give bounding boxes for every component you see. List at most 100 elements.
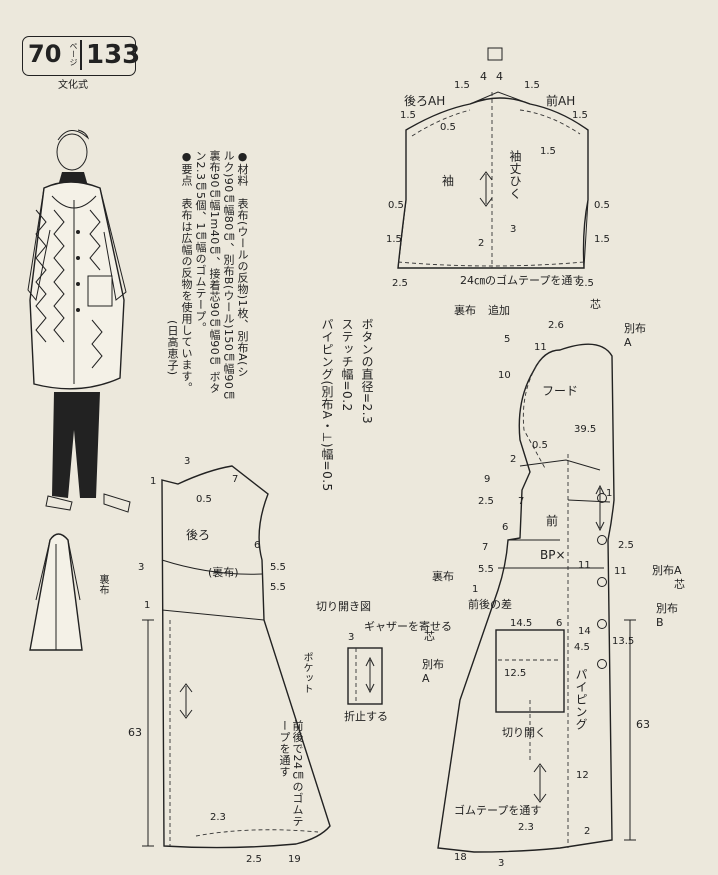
front-armhole-label: 前AH [546,94,576,108]
front-measure: 3 [498,858,505,869]
front-length-measure: 63 [636,718,650,731]
pattern-badge: 70 ページ 133 [22,36,140,76]
back-label: 後ろ [186,528,211,542]
hood-measure: 11 [534,342,547,353]
sleeve-measure: 0.5 [388,200,404,211]
materials-col-5: ●要点 表布は広幅の反物を使用しています。 [180,150,193,394]
front-lining-label: 裏布 [432,570,454,583]
back-measure: 7 [232,474,239,485]
sleeve-measure: 2 [478,238,485,249]
sleeve-measure: 1.5 [386,234,402,245]
hood-measure: 5 [504,334,511,345]
back-elastic-note: 前後で24㎝のゴムテープを通す [278,720,304,827]
hood-measure: 7 [518,496,525,507]
pocket-label: ポケット [301,652,312,694]
sleeve-measure: 2.5 [392,278,408,289]
badge-subtitle: 文化式 [58,80,88,91]
sleeve-length-label: 袖丈ひく [508,150,522,200]
back-measure: 0.5 [196,494,212,505]
back-armhole-label: 後ろAH [404,94,446,108]
materials-col-2: ルク)90㎝幅80㎝、別布B(ウール)150㎝幅90㎝ [222,150,235,401]
front-back-difference-label: 前後の差 [468,598,512,611]
back-measure: 2.5 [246,854,262,865]
back-measure: 6 [254,540,261,551]
front-measure: 6 [556,618,563,629]
stitch-width-spec: ステッチ幅=0.2 [340,318,354,412]
front-label: 前 [546,514,559,528]
pocket-cut-diagram-lines [347,647,383,705]
pocket-interfacing-label: 芯 [424,630,435,643]
front-measure: 6 [502,522,509,533]
sleeve-measure: 3 [510,224,517,235]
page-number: 70 [28,40,62,68]
front-measure: 2 [584,826,591,837]
front-measure: 1 [472,584,479,595]
back-lining-inline: (裏布) [208,566,239,579]
front-piping-label: パイピング [574,668,588,731]
hood-label: フード [542,384,579,398]
back-lining-side-label: 裏布 [97,574,108,595]
sleeve-measure: 1.5 [540,146,556,157]
front-measure: 11 [578,560,591,571]
hood-measure: 39.5 [574,424,597,435]
pocket-gather-note: ギャザーを寄せる [364,620,452,633]
back-measure: 3 [138,562,145,573]
front-measure: 2.3 [518,822,534,833]
sleeve-measure: 1.5 [400,110,416,121]
front-cloth-b-label: 別布 B [656,602,678,629]
front-measure: 14 [578,626,591,637]
front-cloth-a-label: 別布A [652,564,682,577]
materials-col-3: 裏布90㎝幅1m40㎝、接着芯90㎝幅90㎝ ボタ [208,150,221,394]
sleeve-measure: 1.5 [524,80,540,91]
back-measure: 1 [150,476,157,487]
front-measure: 4.5 [574,642,590,653]
front-measure: 13.5 [612,636,635,647]
back-measure: 2.3 [210,812,226,823]
back-length-measure: 63 [128,726,142,739]
sleeve-measure: 0.5 [440,122,456,133]
back-measure: 5.5 [270,582,286,593]
button-diameter-spec: ボタンの直径=2.3 [360,318,374,425]
back-measure: 19 [288,854,301,865]
hood-interfacing-label: 芯 [590,298,601,311]
front-measure: 11 [614,566,627,577]
front-measure: 12 [576,770,589,781]
badge-frame [22,36,136,76]
front-measure: 14.5 [510,618,533,629]
front-elastic-note: ゴムテープを通す [454,804,542,817]
sleeve-measure: 1.5 [594,234,610,245]
sleeve-measure: 1.5 [572,110,588,121]
sleeve-lining-label: 裏布 [454,304,476,317]
sleeve-label: 袖 [442,174,455,188]
coat-figure-illustration [27,129,131,513]
hood-measure: 0.5 [532,440,548,451]
hood-measure: 10 [498,370,511,381]
back-pattern-lines [142,465,331,849]
materials-col-4: ン2.3㎝5個、1㎝幅のゴムテープ。 [194,150,207,334]
back-measure: 3 [184,456,191,467]
back-measure: 5.5 [270,562,286,573]
front-measure: 5.5 [478,564,494,575]
front-measure: 7 [482,542,489,553]
sleeve-measure: 4 [496,70,503,83]
materials-col-1: ●材料 表布(ウールの反物)1枚、別布A(シ [236,150,249,378]
hood-measure: 2.5 [478,496,494,507]
bust-point-mark: BP× [540,548,566,562]
front-measure: 2.5 [618,540,634,551]
piping-width-spec: パイピング(別布A・⊥)幅=0.5 [320,318,334,492]
pocket-diagram-title: 切り開き図 [316,600,371,613]
badge-divider [80,40,82,70]
page-unit: ページ [69,42,78,66]
front-cut-open-label: 切り開く [502,726,546,739]
front-measure: 1 [606,488,613,499]
pocket-cloth-a-label: 別布 A [422,658,444,685]
sleeve-measure: 1.5 [454,80,470,91]
hood-measure: 9 [484,474,491,485]
pocket-fold-note: 折止する [344,710,388,723]
front-measure: 12.5 [504,668,527,679]
coat-back-view-illustration [29,533,83,651]
front-measure: 18 [454,852,467,863]
hood-measure: 2 [510,454,517,465]
sleeve-measure: 0.5 [594,200,610,211]
